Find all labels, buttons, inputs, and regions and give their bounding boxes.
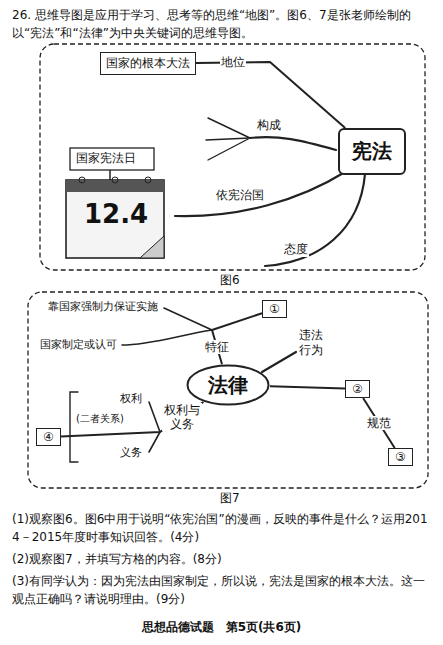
- branch-label: 态度: [283, 242, 309, 257]
- question-stem: 26. 思维导图是应用于学习、思考等的思维“地图”。图6、7是张老师绘制的以“宪…: [12, 6, 432, 42]
- ellipse-shape: [188, 366, 269, 405]
- branch-label: 违法行为: [299, 328, 325, 358]
- leaf-text: 权利: [120, 392, 142, 406]
- answer-box: ①: [262, 300, 287, 318]
- page-footer: 思想品德试题 第5页(共6页): [0, 620, 443, 635]
- calendar-date: 12.4: [84, 198, 148, 231]
- node-text: ④: [43, 430, 54, 444]
- calendar-cartoon: [66, 148, 164, 258]
- node-text: ①: [269, 302, 280, 316]
- leaf-text: 靠国家强制力保证实施: [48, 300, 158, 314]
- answer-box: ②: [345, 380, 370, 398]
- connector: [363, 398, 395, 448]
- figure-caption: 图7: [220, 491, 240, 506]
- sign-text: 国家宪法日: [76, 151, 136, 166]
- answer-box: ③: [388, 448, 413, 466]
- question-text: (1)观察图6。图6中用于说明“依宪治国”的漫画，反映的事件是什么？运用2014…: [12, 510, 432, 546]
- leaf-text: 国家制定或认可: [40, 338, 117, 352]
- edge-label: 地位: [220, 55, 246, 69]
- leaf-text: (二者关系): [76, 412, 124, 425]
- connector: [212, 313, 262, 364]
- node-text: 宪法: [352, 139, 392, 163]
- figure-caption: 图6: [220, 273, 240, 288]
- answer-box: ④: [36, 428, 61, 446]
- connector: [61, 402, 204, 436]
- edge-label: 特征: [204, 340, 230, 354]
- concept-box: 国家的根本大法: [100, 52, 196, 75]
- question-text: (3)有同学认为：因为宪法由国家制定，所以说，宪法是国家的根本大法。这一观点正确…: [12, 572, 432, 608]
- node-text: 法律: [208, 372, 248, 399]
- central-box: 宪法: [338, 128, 406, 175]
- branch-label: 依宪治国: [215, 188, 265, 203]
- figure-frame: [28, 292, 428, 488]
- node-text: ③: [395, 450, 406, 464]
- edge-label: 规范: [366, 416, 392, 430]
- edge-label: 权利与义务: [162, 403, 202, 431]
- node-text: 国家的根本大法: [106, 56, 190, 70]
- node-text: ②: [352, 382, 363, 396]
- figure-frame: [40, 44, 425, 270]
- leaf-text: 义务: [120, 446, 142, 460]
- branch-label: 构成: [256, 118, 282, 133]
- mind-branches: [70, 118, 365, 462]
- question-text: (2)观察图7，并填写方格的内容。(8分): [12, 550, 432, 568]
- central-ellipse: 法律: [186, 364, 270, 406]
- connector: [270, 386, 345, 388]
